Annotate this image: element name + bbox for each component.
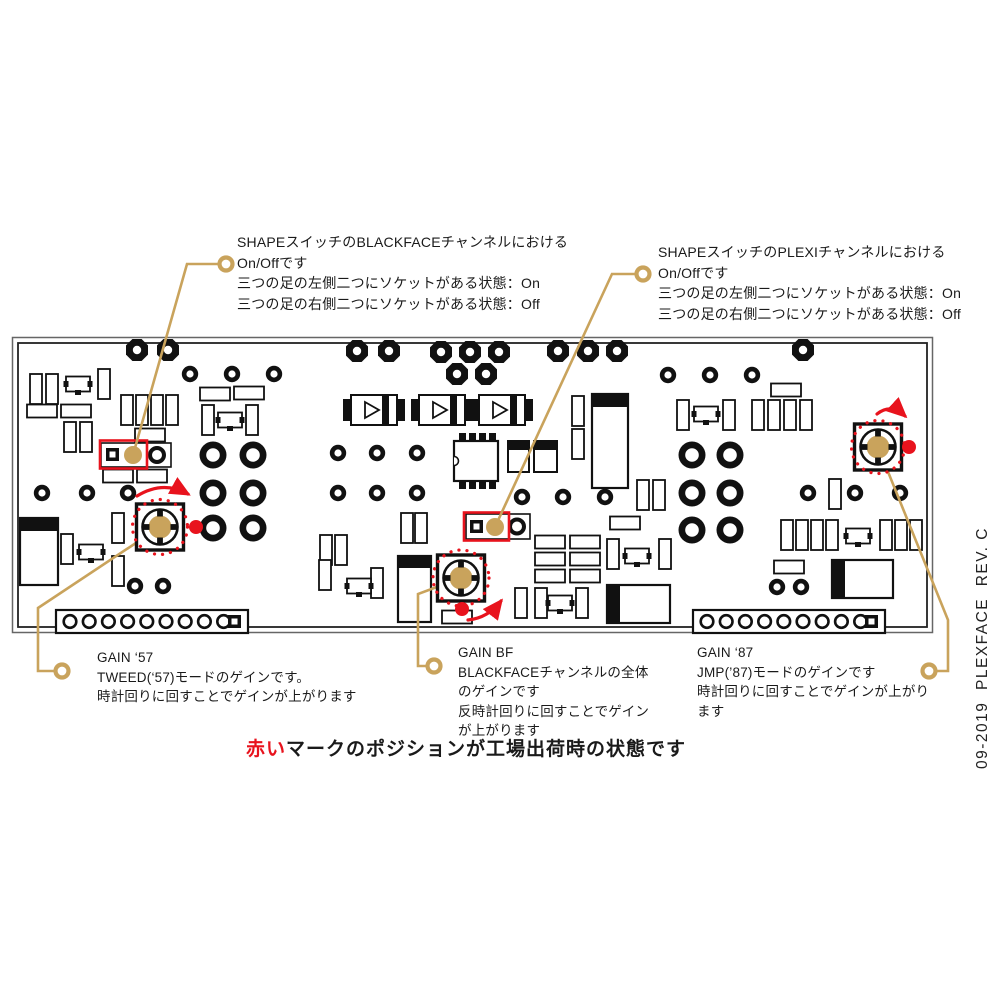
capacitors <box>18 392 895 625</box>
annotation-line: GAIN BF <box>458 645 514 660</box>
callout-line-gain57 <box>36 525 161 673</box>
socket-position-dot-plexi <box>486 518 504 536</box>
annotation-gain57: GAIN ‘57 TWEED(‘57)モードのゲインです。 時計回りに回すことで… <box>97 648 357 707</box>
callout-ring-gain57 <box>53 662 71 680</box>
rotation-arrow-gain87 <box>875 396 908 419</box>
annotation-line: 三つの足の右側二つにソケットがある状態：Off <box>658 305 962 322</box>
on-position-highlight-bf <box>98 439 149 470</box>
annotation-shape-plexi: SHAPEスイッチのPLEXIチャンネルにおける On/Offです 三つの足の左… <box>658 242 961 324</box>
factory-position-dot-gain87 <box>902 440 916 454</box>
annotation-line: 三つの足の左側二つにソケットがある状態：On <box>237 275 541 291</box>
factory-position-dot-gainbf <box>455 602 469 616</box>
callout-ring-shape-bf <box>217 255 235 273</box>
factory-position-dot-gain57 <box>189 520 203 534</box>
callout-ring-gain87 <box>920 662 938 680</box>
annotation-line: On/Offです <box>237 254 308 271</box>
callout-line-gain87 <box>876 446 950 673</box>
pin-header-right <box>691 608 887 635</box>
pin-header-left <box>54 608 250 635</box>
annotation-line: BLACKFACEチャンネルの全体 <box>458 664 649 680</box>
gain87-trimmer <box>849 396 916 476</box>
annotation-line: SHAPEスイッチのPLEXIチャンネルにおける <box>658 244 946 260</box>
annotation-line: 時計回りに回すことでゲインが上がり <box>697 684 930 699</box>
annotation-gain87: GAIN ‘87 JMP(’87)モードのゲインです 時計回りに回すことでゲイン… <box>697 643 929 721</box>
diode-footprints <box>342 394 534 426</box>
rotation-arrow-gainbf <box>466 598 503 622</box>
annotation-line: が上がります <box>458 723 541 738</box>
on-position-highlight-plexi <box>462 511 511 542</box>
callout-ring-gainbf <box>425 657 443 675</box>
annotation-line: JMP(’87)モードのゲインです <box>697 664 876 680</box>
socket-position-dot-bf <box>124 446 142 464</box>
annotation-line: 三つの足の右側二つにソケットがある状態：Off <box>237 295 541 312</box>
callout-ring-shape-plexi <box>634 265 652 283</box>
gainbf-trimmer <box>431 548 503 622</box>
callout-lines <box>36 262 950 673</box>
factory-note: 赤いマークのポジションが工場出荷時の状態です <box>246 737 686 763</box>
annotation-line: ます <box>697 703 725 719</box>
revision-text: 09-2019 PLEXFACE REV. C <box>974 527 991 769</box>
rotation-arrow-gain57 <box>135 477 191 498</box>
factory-note-text: マークのポジションが工場出荷時の状態です <box>286 739 687 760</box>
callout-rings <box>53 255 938 680</box>
callout-line-shape-plexi <box>493 272 636 528</box>
dotted-circle-gain57 <box>130 497 190 557</box>
annotation-line: On/Offです <box>658 264 729 281</box>
annotation-line: 時計回りに回すことでゲインが上がります <box>97 689 357 704</box>
dotted-circle-gainbf <box>431 548 491 608</box>
annotation-line: 三つの足の左側二つにソケットがある状態：On <box>658 285 962 301</box>
callout-line-shape-bf <box>131 262 219 456</box>
annotation-line: SHAPEスイッチのBLACKFACEチャンネルにおける <box>237 234 569 250</box>
annotation-line: のゲインです <box>458 684 540 699</box>
annotation-line: 反時計回りに回すことでゲイン <box>458 703 650 719</box>
annotation-line: GAIN ‘87 <box>697 645 754 660</box>
annotation-line: TWEED(‘57)モードのゲインです。 <box>97 669 311 685</box>
ic-chip <box>452 433 500 489</box>
annotation-shape-blackface: SHAPEスイッチのBLACKFACEチャンネルにおける On/Offです 三つ… <box>237 232 568 314</box>
annotation-line: GAIN ‘57 <box>97 650 154 665</box>
factory-note-highlight: 赤い <box>246 739 287 760</box>
annotation-gainbf: GAIN BF BLACKFACEチャンネルの全体 のゲインです 反時計回りに回… <box>458 643 649 741</box>
gain57-trimmer <box>130 477 203 557</box>
